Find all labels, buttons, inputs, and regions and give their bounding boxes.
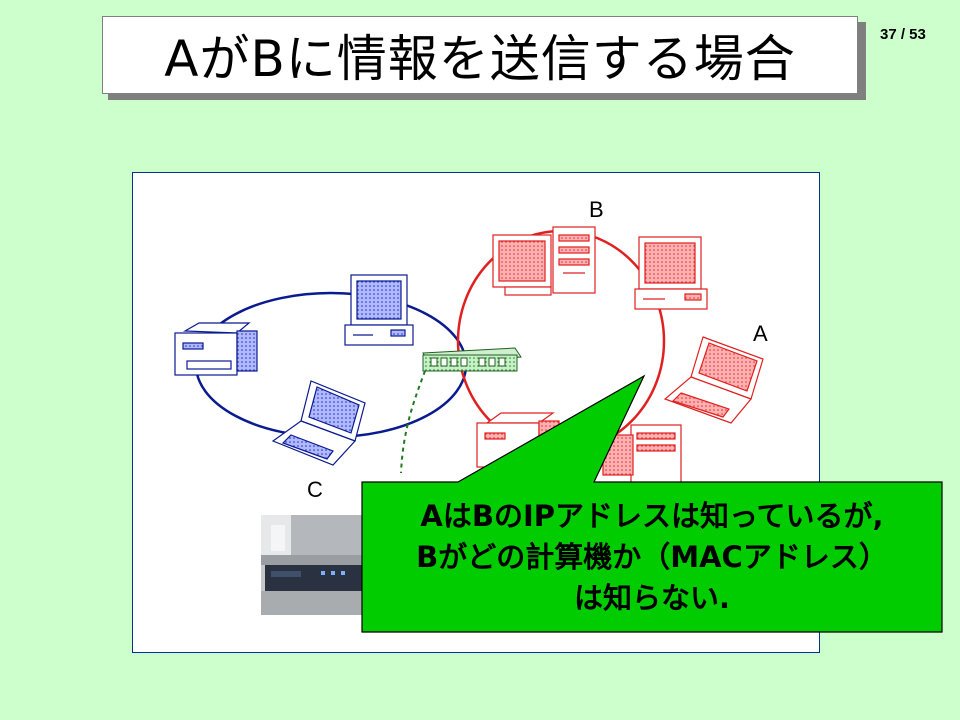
label-b: B bbox=[589, 197, 604, 222]
dashed-link bbox=[400, 370, 426, 474]
callout-line-1: AはBのIPアドレスは知っているが, bbox=[420, 498, 884, 533]
blue-desktop-icon bbox=[344, 274, 414, 346]
callout-line-3: は知らない. bbox=[573, 580, 731, 615]
red-desktop-icon bbox=[634, 236, 708, 310]
blue-laptop-icon bbox=[271, 380, 366, 466]
callout-line-2: Bがどの計算機か（MACアドレス） bbox=[416, 539, 888, 574]
label-a: A bbox=[753, 321, 768, 346]
page-number: 37 / 53 bbox=[880, 26, 926, 43]
red-computer-b-icon bbox=[492, 226, 596, 296]
hub-icon bbox=[422, 347, 522, 372]
callout-text: AはBのIPアドレスは知っているが, Bがどの計算機か（MACアドレス） は知ら… bbox=[362, 482, 942, 632]
red-laptop-a-icon bbox=[663, 336, 764, 424]
label-c: C bbox=[307, 477, 323, 502]
page-title: AがBに情報を送信する場合 bbox=[102, 16, 858, 94]
network-drawing bbox=[174, 226, 764, 492]
blue-printer-icon bbox=[174, 322, 258, 376]
